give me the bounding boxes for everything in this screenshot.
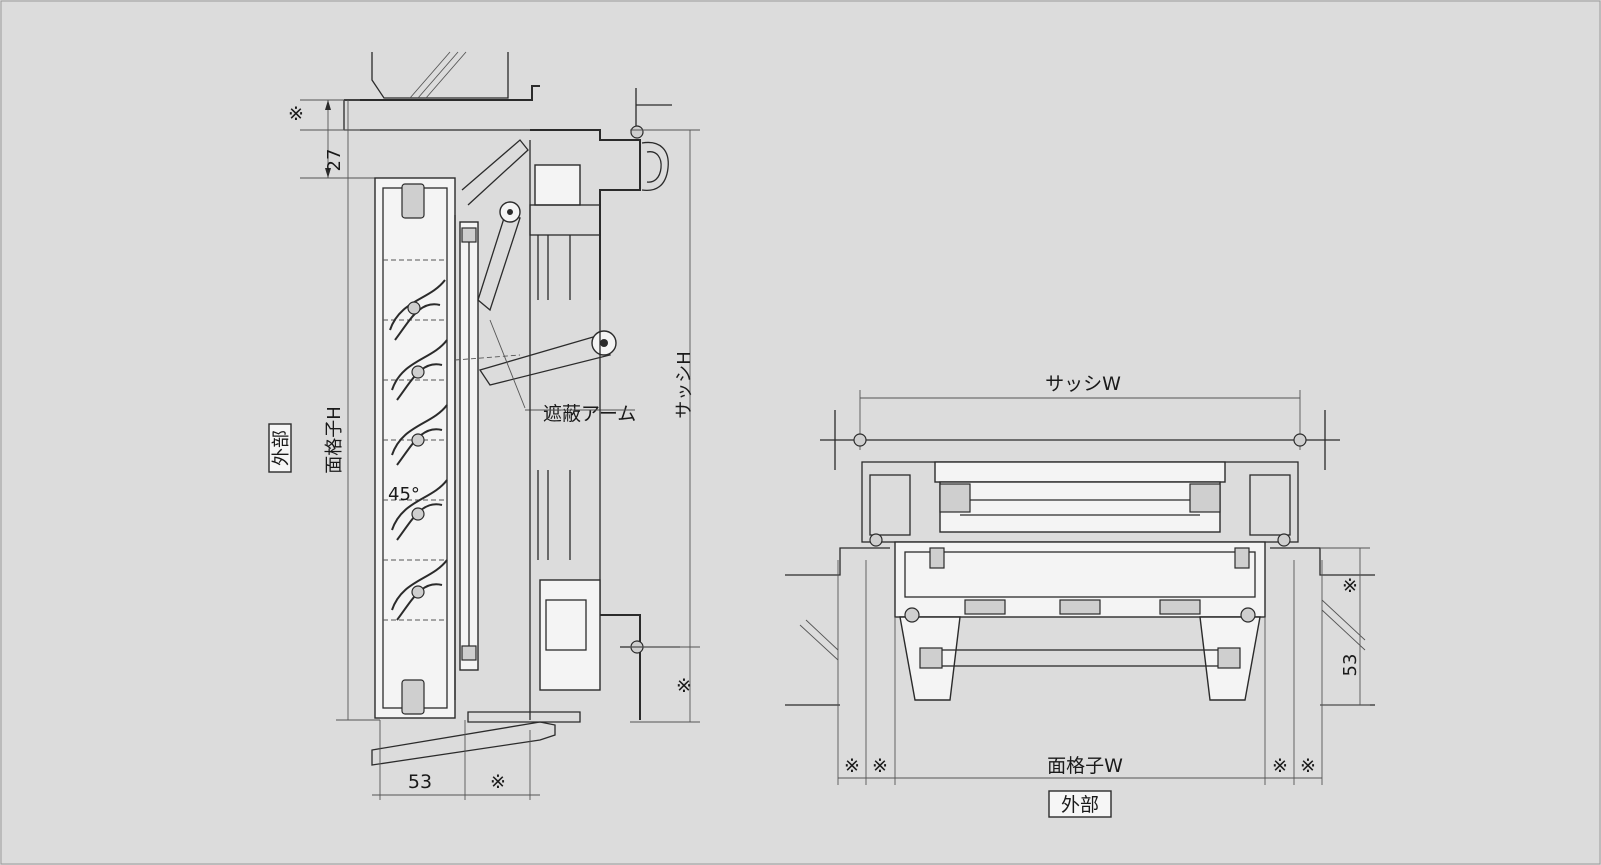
outside-label-box xyxy=(268,423,292,473)
label-grille-h: 面格子H xyxy=(324,406,345,474)
dim-bottom-53: 53 xyxy=(408,771,432,793)
plan-view: サッシW xyxy=(785,373,1375,818)
side-section-view: ※ 27 外部 面格子H xyxy=(268,51,700,800)
sash-h-dimension xyxy=(630,129,700,723)
dim-top-mark: ※ xyxy=(288,103,304,125)
dim-27: 27 xyxy=(324,149,345,172)
dim-53-plan: 53 xyxy=(1340,654,1361,677)
right-53-dimension xyxy=(1320,547,1370,706)
label-sash-h: サッシH xyxy=(674,351,695,419)
sash-frame xyxy=(467,88,680,723)
grille-body xyxy=(374,177,456,719)
grille-plan xyxy=(894,541,1266,701)
dim-mark-3: ※ xyxy=(1272,755,1288,777)
louver-slats xyxy=(389,279,448,621)
dim-mark-right-top: ※ xyxy=(1342,575,1358,597)
label-angle: 45° xyxy=(388,484,420,505)
label-outside-side: 外部 xyxy=(271,430,292,466)
dim-mark-2: ※ xyxy=(872,755,888,777)
dim-bottom-mark: ※ xyxy=(490,771,506,793)
label-grille-w: 面格子W xyxy=(1047,755,1123,777)
header-wall xyxy=(343,51,540,131)
left-dimensions xyxy=(300,99,380,721)
bottom-sill xyxy=(371,720,556,800)
grille-w-dimension xyxy=(837,560,1323,785)
outside-label-box-plan xyxy=(1048,790,1112,818)
dim-mark-4: ※ xyxy=(1300,755,1316,777)
label-outside-plan: 外部 xyxy=(1061,794,1099,816)
sash-w-dimension xyxy=(820,390,1340,470)
label-arm: 遮蔽アーム xyxy=(543,403,636,425)
dim-mark-1: ※ xyxy=(844,755,860,777)
shield-arm xyxy=(454,139,617,671)
sash-frame-plan xyxy=(861,461,1299,543)
label-sash-w: サッシW xyxy=(1045,373,1121,395)
dim-right-mark: ※ xyxy=(676,675,692,697)
